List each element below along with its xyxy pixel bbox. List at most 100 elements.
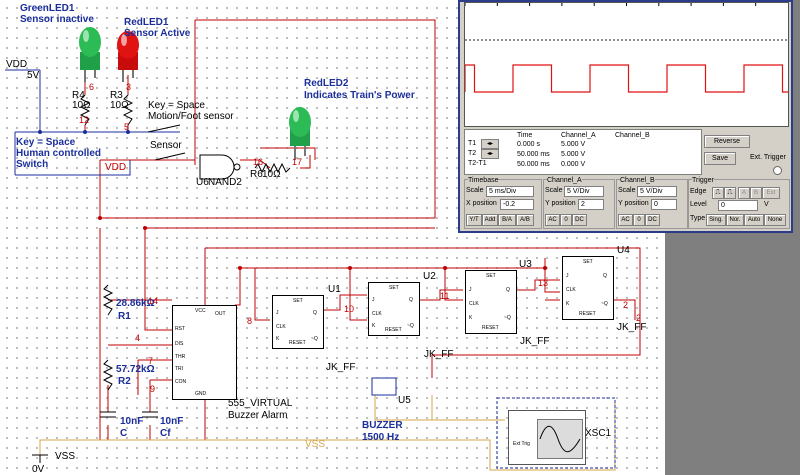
u5-label: U5 xyxy=(398,395,411,406)
pin-k: K xyxy=(566,301,570,307)
timebase-scale-field[interactable]: 5 ms/Div xyxy=(486,186,534,197)
jk-flipflop-u3[interactable]: SET J CLK K Q ~Q RESET xyxy=(465,270,517,334)
node-label: 16 xyxy=(253,157,264,167)
channel-a-title: Channel_A xyxy=(547,177,582,184)
node-label: 13 xyxy=(538,278,549,288)
pin-reset: RESET xyxy=(579,311,596,317)
ext-trig-label: Ext Trig xyxy=(513,441,530,447)
channel-a-dc-button[interactable]: DC xyxy=(572,214,587,226)
col-header: Time xyxy=(517,132,533,139)
level-field[interactable]: 0 xyxy=(718,200,758,211)
r2-label: R2 xyxy=(118,376,131,387)
channel-a-ypos-field[interactable]: 2 xyxy=(578,199,604,210)
jk2-label: JK_FF xyxy=(424,349,454,360)
channel-b-ypos-field[interactable]: 0 xyxy=(651,199,677,210)
rising-edge-button[interactable]: ⎍ xyxy=(712,187,724,199)
source-ext-button[interactable]: Ext xyxy=(762,187,780,199)
col-header: Channel_A xyxy=(561,132,596,139)
scope-icon-screen xyxy=(537,419,583,459)
pin-clk: CLK xyxy=(372,311,382,317)
r4-value: 10Ω xyxy=(72,100,91,111)
mode-add-button[interactable]: Add xyxy=(482,214,498,226)
pin-con: CON xyxy=(175,379,187,385)
red-led2-label: RedLED2 xyxy=(304,78,349,89)
t2-arrows-button[interactable]: ◂▸ xyxy=(481,149,499,159)
channel-b-dc-button[interactable]: DC xyxy=(645,214,660,226)
node-label: 9 xyxy=(150,384,156,394)
channel-b-zero-button[interactable]: 0 xyxy=(633,214,645,226)
node-label: 7 xyxy=(148,356,154,366)
xsc1-label: XSC1 xyxy=(585,428,612,439)
pin-q: Q xyxy=(409,297,413,303)
pin-k: K xyxy=(372,323,376,329)
channel-b-scale-field[interactable]: 5 V/Div xyxy=(637,186,677,197)
row-a: 0.000 V xyxy=(561,161,586,168)
channel-a-scale-field[interactable]: 5 V/Div xyxy=(564,186,604,197)
green-led-desc: Sensor inactive xyxy=(20,14,94,25)
workspace-background xyxy=(665,233,800,475)
jk-flipflop-u2[interactable]: SET J CLK K Q ~Q RESET xyxy=(368,282,420,336)
vss-label: VSS xyxy=(55,451,76,462)
channel-a-ac-button[interactable]: AC xyxy=(545,214,560,226)
mode-ab-button[interactable]: A/B xyxy=(516,214,534,226)
motion-sensor-label: Motion/Foot sensor xyxy=(148,111,234,122)
r6-value: 10Ω xyxy=(262,169,281,180)
pin-qn: ~Q xyxy=(407,323,414,329)
type-label: Type xyxy=(690,215,706,222)
sine-wave-icon xyxy=(539,425,581,453)
oscilloscope-component[interactable]: Ext Trig xyxy=(508,410,586,465)
type-normal-button[interactable]: Nor. xyxy=(726,214,744,226)
key-space-human-3: Switch xyxy=(16,159,49,170)
t1-arrows-button[interactable]: ◂▸ xyxy=(481,139,499,149)
pin-set: SET xyxy=(389,285,399,291)
falling-edge-button[interactable]: ⎍ xyxy=(724,187,736,199)
u1-label: U1 xyxy=(328,284,341,295)
key-space-sensor: Key = Space xyxy=(148,100,205,111)
level-label: Level xyxy=(690,201,707,208)
row-a: 5.000 V xyxy=(561,141,586,148)
reverse-button[interactable]: Reverse xyxy=(704,135,750,148)
pin-qn: ~Q xyxy=(311,336,318,342)
mode-ba-button[interactable]: B/A xyxy=(498,214,516,226)
x-position-label: X position xyxy=(466,200,497,207)
timer-555[interactable]: VCC RST OUT DIS THR TRI CON GND xyxy=(172,305,237,400)
pin-rst: RST xyxy=(175,326,185,332)
mode-yt-button[interactable]: Y/T xyxy=(466,214,482,226)
pin-j: J xyxy=(372,297,375,303)
type-auto-button[interactable]: Auto xyxy=(744,214,764,226)
r1-value: 28.86kΩ xyxy=(116,298,155,309)
ext-trigger-radio[interactable] xyxy=(773,166,782,175)
source-b-button[interactable]: B xyxy=(750,187,762,199)
node-label: 8 xyxy=(247,316,253,326)
oscilloscope-window[interactable]: Time Channel_A Channel_B T1 ◂▸ 0.000 s 5… xyxy=(458,0,800,233)
u4-label: U4 xyxy=(617,245,630,256)
jk-flipflop-u1[interactable]: SET J CLK K Q ~Q RESET xyxy=(272,295,324,349)
r4-label: R4 xyxy=(72,90,85,101)
trigger-title: Trigger xyxy=(692,177,714,184)
channel-b-ypos-label: Y position xyxy=(618,200,649,207)
source-a-button[interactable]: A xyxy=(738,187,750,199)
pin-clk: CLK xyxy=(566,287,576,293)
type-single-button[interactable]: Sing. xyxy=(706,214,726,226)
save-button[interactable]: Save xyxy=(704,152,736,165)
pin-tri: TRI xyxy=(175,366,184,372)
type-none-button[interactable]: None xyxy=(764,214,786,226)
r3-value: 10Ω xyxy=(110,100,129,111)
sensor-label: Sensor xyxy=(150,140,182,151)
level-unit: V xyxy=(764,201,769,208)
channel-a-zero-button[interactable]: 0 xyxy=(560,214,572,226)
node-label: 3 xyxy=(126,82,132,92)
pin-k: K xyxy=(469,315,473,321)
jk-flipflop-u4[interactable]: SET J CLK K Q ~Q RESET xyxy=(562,256,614,320)
channel-a-trace xyxy=(464,64,800,93)
trigger-group xyxy=(688,179,790,229)
timebase-group xyxy=(464,179,542,229)
pin-qn: ~Q xyxy=(601,301,608,307)
edge-label: Edge xyxy=(690,188,707,195)
c-value: 10nF xyxy=(120,416,144,427)
channel-a-scale-label: Scale xyxy=(545,187,563,194)
row-name: T1 xyxy=(468,140,477,147)
channel-b-ac-button[interactable]: AC xyxy=(618,214,633,226)
x-position-field[interactable]: -0.2 xyxy=(500,199,534,210)
zero-volt-label: 0V xyxy=(32,464,45,475)
